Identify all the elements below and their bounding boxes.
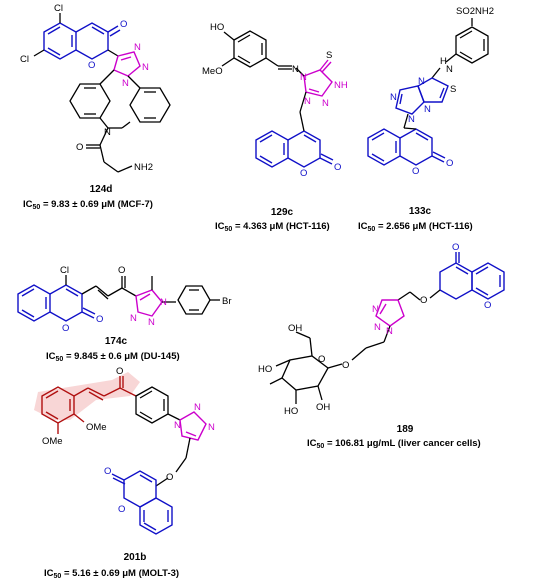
atom-label: N (322, 98, 329, 109)
atom-label: N (122, 78, 129, 89)
atom-label: N (300, 72, 307, 83)
atom-label: N (418, 76, 425, 87)
atom-label: N (386, 326, 393, 337)
atom-label: S (450, 84, 456, 95)
ic50-value: IC50 = 9.83 ± 0.69 μM (MCF-7) (23, 199, 153, 211)
atom-label: Cl (60, 265, 69, 276)
compound-id: 124d (90, 184, 113, 195)
atom-label: N (446, 64, 453, 75)
atom-label: O (118, 265, 125, 276)
compound-189-coumarin (439, 252, 505, 300)
atom-label: O (334, 162, 341, 173)
atom-label: N (390, 92, 397, 103)
compound-174c: Cl O O O N N N Br 174c IC50 = 9.845 ± 0.… (17, 265, 232, 363)
atom-label: O (116, 366, 123, 377)
atom-label: N (304, 96, 311, 107)
atom-label: N (142, 62, 149, 73)
atom-label: N (174, 420, 181, 431)
atom-label: O (446, 158, 453, 169)
atom-label: N (104, 127, 111, 138)
compound-133c-coumarin (367, 128, 446, 166)
atom-label: O (120, 19, 127, 30)
atom-label: S (326, 50, 332, 61)
atom-label: N (130, 313, 137, 324)
atom-label: H (440, 56, 447, 67)
atom-label: Cl (54, 3, 63, 14)
compound-124d-triazole (113, 51, 141, 77)
ic50-value: IC50 = 4.363 μM (HCT-116) (215, 221, 330, 233)
atom-label: OMe (86, 422, 107, 433)
atom-label: N (194, 402, 201, 413)
compound-133c-fused-heterocycle (395, 77, 449, 115)
atom-label: NH (334, 80, 348, 91)
atom-label: N (372, 304, 379, 315)
atom-label: O (104, 466, 111, 477)
compound-174c-coumarin (17, 284, 96, 322)
atom-label: N (160, 297, 167, 308)
atom-label: O (62, 323, 69, 334)
compound-id: 189 (397, 424, 414, 435)
compound-189-triazole (375, 299, 405, 327)
atom-label: N (292, 64, 299, 75)
atom-label: OH (288, 323, 302, 334)
atom-label: N (374, 322, 381, 333)
compound-id: 129c (271, 207, 294, 218)
atom-label: NH2 (134, 162, 153, 173)
compound-201b-chalcone (41, 376, 137, 434)
atom-label: O (318, 354, 325, 365)
atom-label: N (408, 114, 415, 125)
atom-label: HO (210, 22, 224, 33)
ic50-value: IC50 = 9.845 ± 0.6 μM (DU-145) (46, 351, 180, 363)
compound-201b-triazole (179, 411, 207, 441)
atom-label: O (166, 472, 173, 483)
atom-label: O (88, 60, 95, 71)
atom-label: O (342, 360, 349, 371)
atom-label: SO2NH2 (456, 6, 494, 17)
compound-129c-triazole (303, 59, 333, 97)
compound-124d-coumarin (43, 22, 121, 60)
chalcone-highlight (34, 372, 140, 420)
compound-129c: HO MeO N N S NH N N O O 129c IC50 = 4.36… (202, 22, 348, 233)
atom-label: N (134, 42, 141, 53)
compound-201b: O OMe OMe N N N O O O 201b IC50 = 5.16 ±… (34, 366, 215, 580)
compound-174c-triazole (135, 289, 163, 317)
ic50-value: IC50 = 2.656 μM (HCT-116) (358, 221, 473, 233)
compound-189: O O O N N N OH O O HO HO OH 189 IC50 = 1… (258, 242, 505, 450)
compound-id: 201b (124, 552, 147, 563)
compound-201b-coumarin (111, 470, 173, 535)
atom-label: O (484, 300, 491, 311)
atom-label: MeO (202, 66, 223, 77)
atom-label: O (96, 314, 103, 325)
compound-129c-coumarin (255, 130, 334, 168)
compound-133c: SO2NH2 H N S N N N N O O 133c IC50 = 2.6… (358, 6, 494, 233)
atom-label: O (118, 504, 125, 515)
atom-label: O (412, 166, 419, 177)
atom-label: Cl (20, 54, 29, 65)
atom-label: OH (316, 402, 330, 413)
atom-label: O (300, 168, 307, 179)
atom-label: N (424, 104, 431, 115)
atom-label: HO (258, 364, 272, 375)
atom-label: Br (222, 296, 232, 307)
compound-id: 133c (409, 206, 432, 217)
compound-id: 174c (105, 336, 128, 347)
atom-label: N (148, 317, 155, 328)
atom-label: O (76, 142, 83, 153)
ic50-value: IC50 = 5.16 ± 0.69 μM (MOLT-3) (44, 568, 179, 580)
ic50-value: IC50 = 106.81 μg/mL (liver cancer cells) (307, 438, 481, 450)
atom-label: HO (284, 406, 298, 417)
atom-label: O (452, 242, 459, 253)
compound-124d: Cl Cl O O N N N N O NH2 124d IC50 = 9.83… (20, 3, 171, 211)
atom-label: OMe (42, 436, 63, 447)
atom-label: O (420, 295, 427, 306)
atom-label: N (208, 422, 215, 433)
